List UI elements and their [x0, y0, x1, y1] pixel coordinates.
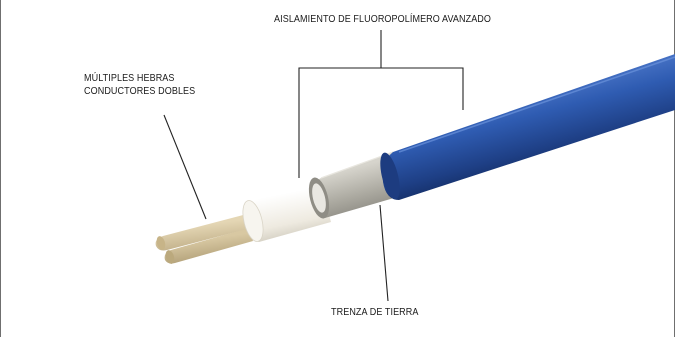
conductor-strands — [155, 214, 253, 264]
leader-lines — [163, 30, 464, 302]
strands-label-line1: MÚLTIPLES HEBRAS — [84, 72, 175, 84]
insulation-label: AISLAMIENTO DE FLUOROPOLÍMERO AVANZADO — [274, 13, 492, 25]
strands-leader — [163, 114, 207, 220]
strands-label: MÚLTIPLES HEBRAS CONDUCTORES DOBLES — [84, 72, 195, 98]
ground-braid — [308, 151, 401, 219]
ground-braid-label: TRENZA DE TIERRA — [331, 306, 419, 318]
strands-label-line2: CONDUCTORES DOBLES — [84, 85, 196, 97]
outer-jacket — [380, 54, 675, 200]
braid-leader — [379, 204, 389, 302]
